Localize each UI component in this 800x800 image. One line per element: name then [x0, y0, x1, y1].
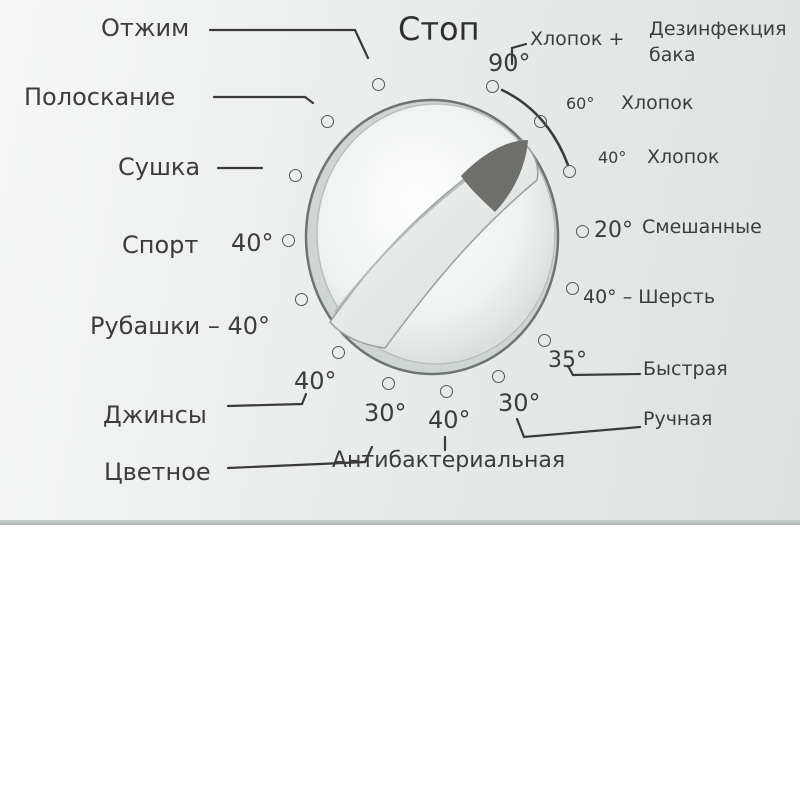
- antibac-label: Антибактериальная: [332, 448, 566, 473]
- control-panel: Стоп Отжим Полоскание Сушка Спорт 40° Ру…: [0, 0, 800, 525]
- quick-indicator: [538, 334, 551, 347]
- dry-label: Сушка: [118, 153, 201, 181]
- hand-temp: 30°: [498, 389, 541, 417]
- sport-indicator: [282, 234, 295, 247]
- program-dial[interactable]: [0, 0, 800, 525]
- hand-indicator: [492, 370, 505, 383]
- cotton90-label: Хлопок +: [530, 28, 625, 50]
- sport-temp: 40°: [231, 229, 274, 257]
- mixed-temp: 20°: [594, 218, 633, 243]
- hand-label: Ручная: [643, 408, 713, 430]
- cotton90-indicator: [486, 80, 499, 93]
- shirts-label: Рубашки – 40°: [90, 312, 271, 340]
- mixed-indicator: [576, 225, 589, 238]
- quick-label: Быстрая: [643, 358, 728, 380]
- cotton90-temp: 90°: [488, 49, 531, 77]
- cotton40-temp: 40°: [598, 148, 627, 167]
- spin-label: Отжим: [101, 14, 190, 42]
- disinfection-label-line1: Дезинфекция: [649, 18, 787, 40]
- wool-indicator: [566, 282, 579, 295]
- rinse-indicator: [321, 115, 334, 128]
- jeans-indicator: [332, 346, 345, 359]
- color-label: Цветное: [104, 458, 211, 486]
- jeans-label: Джинсы: [103, 401, 207, 429]
- color-temp: 30°: [364, 399, 407, 427]
- wool-label: 40° – Шерсть: [583, 286, 716, 308]
- cotton60-label: Хлопок: [621, 92, 694, 114]
- dry-indicator: [289, 169, 302, 182]
- cotton60-temp: 60°: [566, 94, 595, 113]
- dial-pointer: [461, 140, 528, 212]
- stop-label: Стоп: [398, 10, 480, 48]
- rinse-label: Полоскание: [24, 83, 176, 111]
- quick-temp: 35°: [548, 348, 587, 373]
- panel-edge: [0, 520, 800, 525]
- cotton40-label: Хлопок: [647, 146, 720, 168]
- color-indicator: [382, 377, 395, 390]
- cotton60-indicator: [534, 115, 547, 128]
- shirts-indicator: [295, 293, 308, 306]
- disinfection-label-line2: бака: [649, 44, 696, 66]
- antibac-indicator: [440, 385, 453, 398]
- mixed-label: Смешанные: [642, 216, 762, 238]
- jeans-temp: 40°: [294, 367, 337, 395]
- stop-indicator: [372, 78, 385, 91]
- sport-label: Спорт: [122, 231, 199, 259]
- cotton40-indicator: [563, 165, 576, 178]
- leader-lines: [208, 28, 642, 470]
- antibac-temp: 40°: [428, 406, 471, 434]
